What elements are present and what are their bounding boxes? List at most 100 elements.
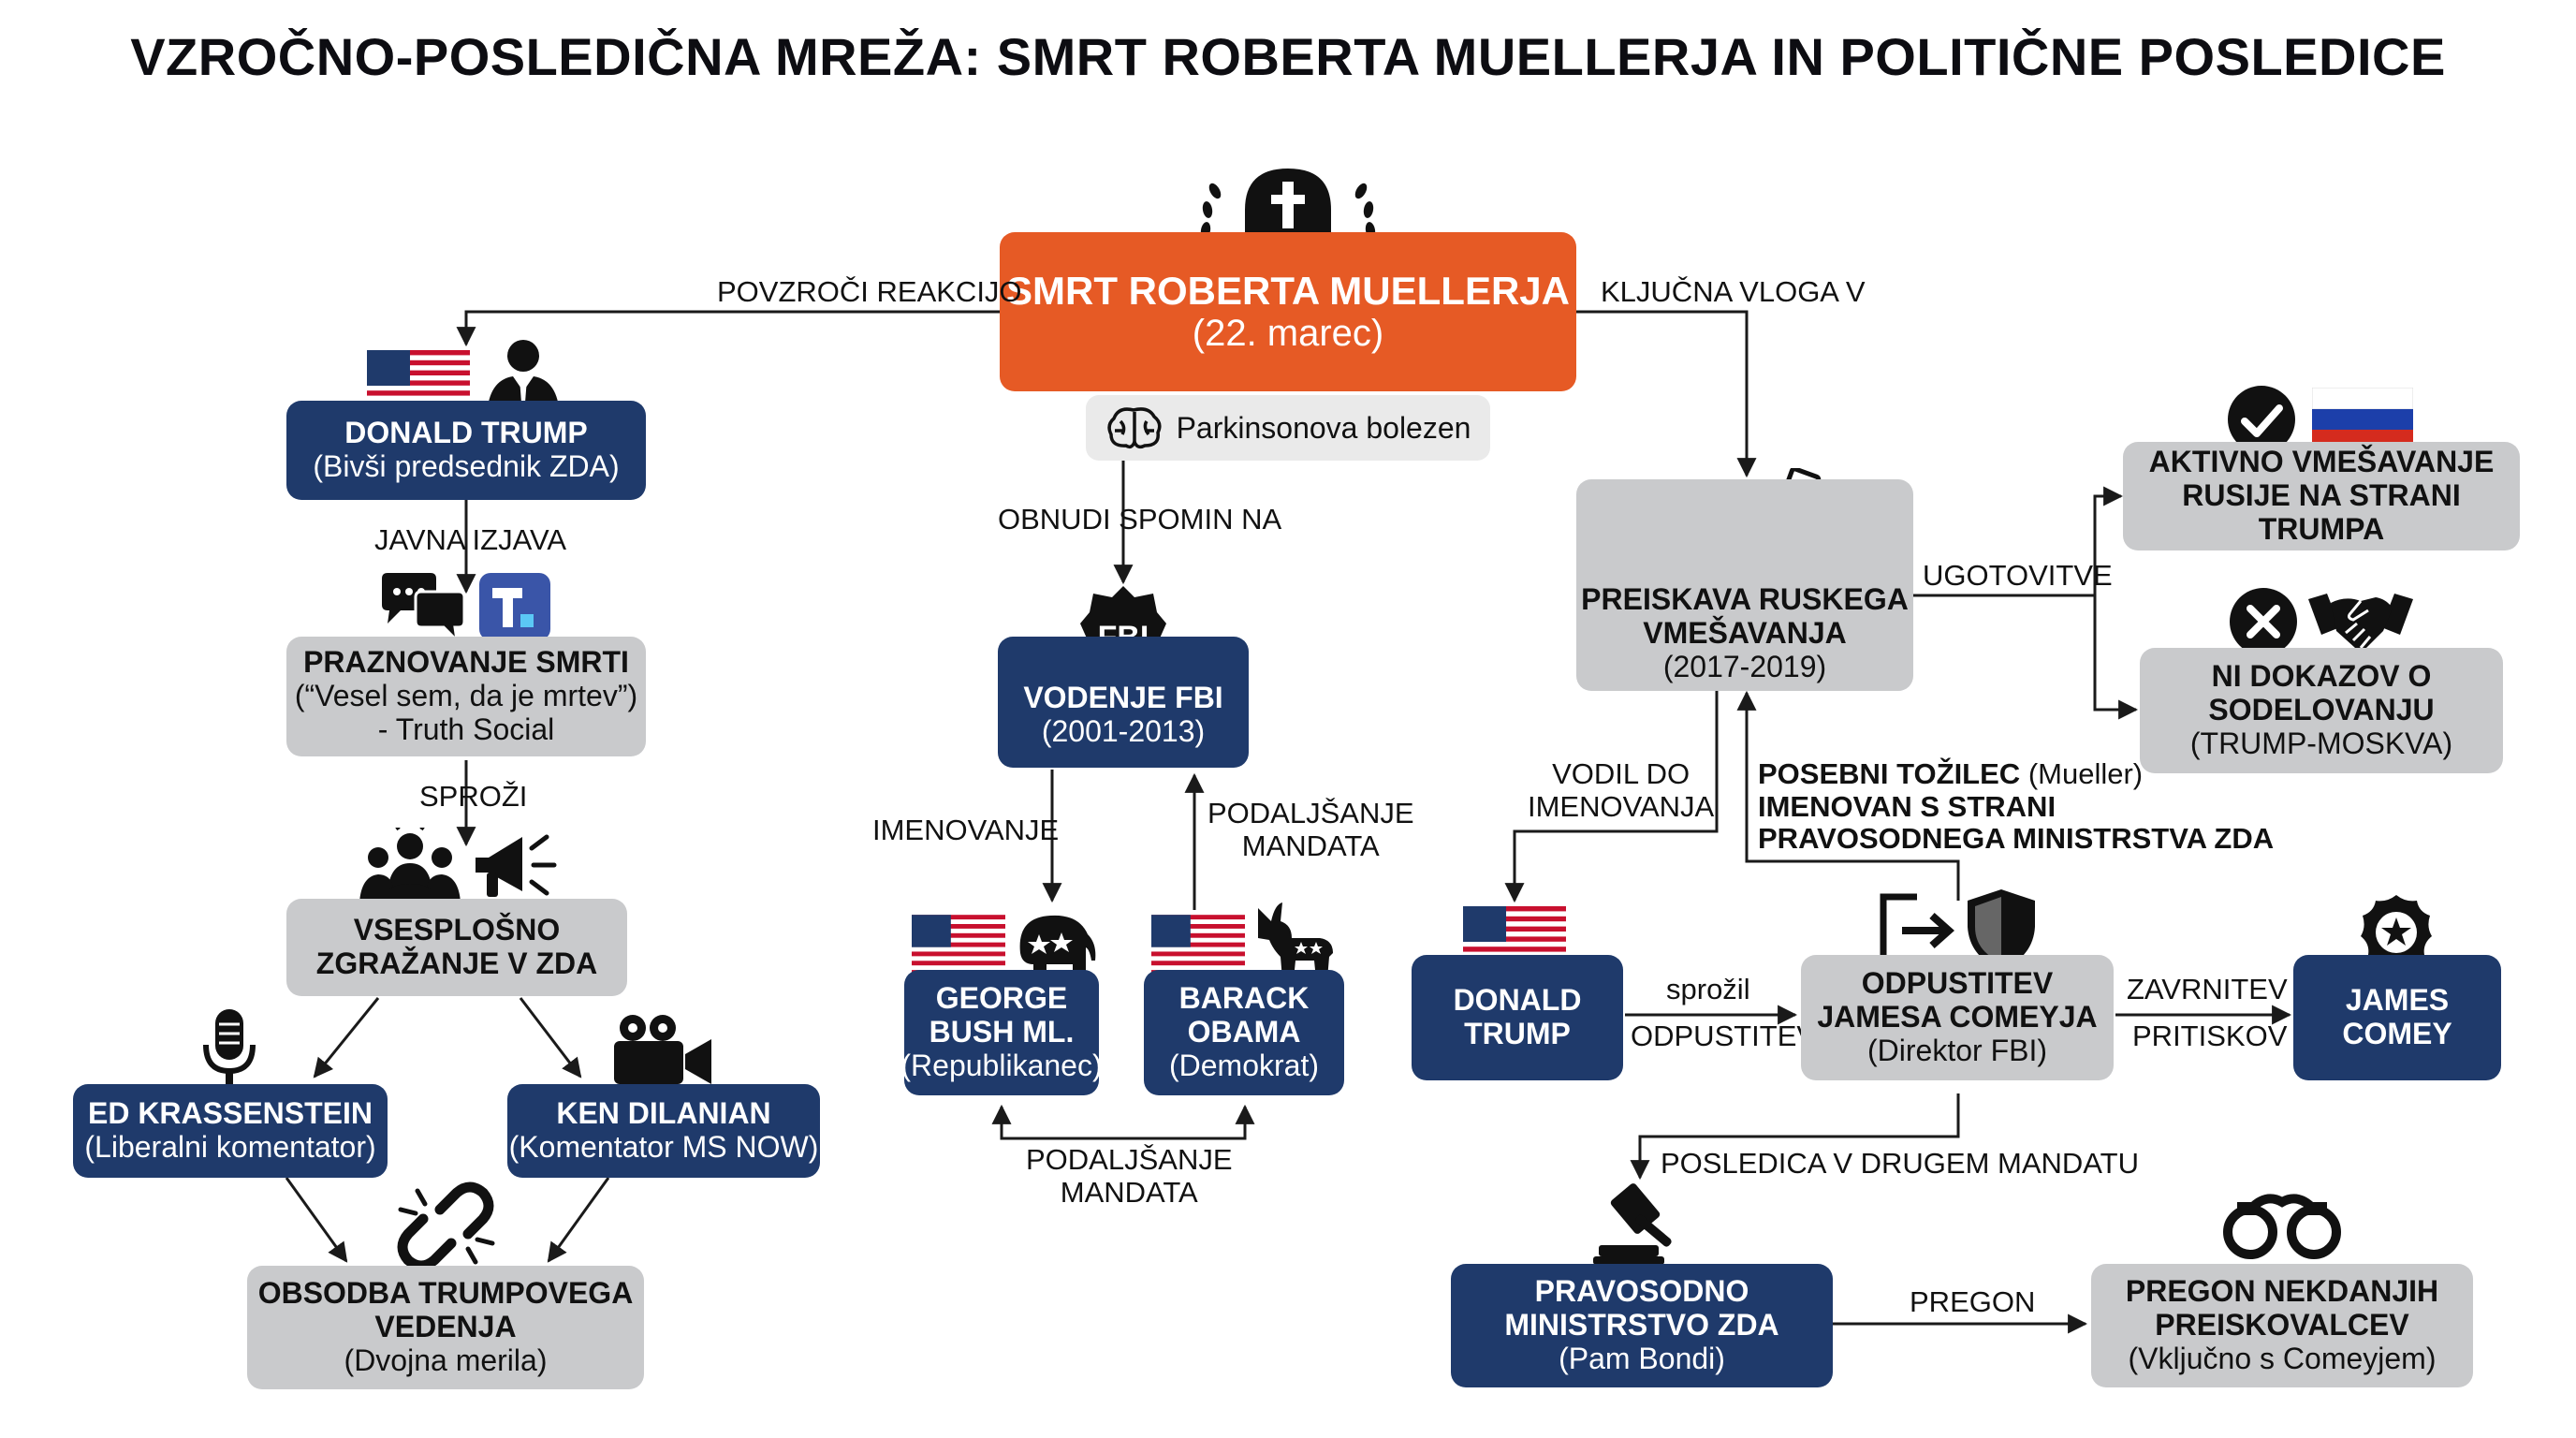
- special-counsel-title: POSEBNI TOŽILEC: [1758, 757, 2021, 790]
- no-evidence-title: NI DOKAZOV O SODELOVANJU: [2208, 659, 2435, 727]
- prosecution-subtitle: (Vključno s Comeyjem): [2128, 1341, 2437, 1375]
- cause-pill: Parkinsonova bolezen: [1086, 395, 1490, 461]
- edge-second-term: [1630, 1093, 1960, 1181]
- edge-label-extension-bottom: PODALJŠANJE MANDATA: [1026, 1143, 1233, 1209]
- celebration-title: PRAZNOVANJE SMRTI: [303, 645, 629, 680]
- investigation-subtitle: (2017-2019): [1662, 649, 1827, 683]
- edge-krassenstein-condemnation: [285, 1177, 348, 1263]
- special-counsel-name: (Mueller): [2027, 757, 2144, 790]
- obama-node: BARACK OBAMA (Demokrat): [1144, 970, 1344, 1095]
- edge-label-appointment: IMENOVANJE: [872, 814, 1060, 846]
- cause-text: Parkinsonova bolezen: [1176, 410, 1471, 445]
- edge-label-prosecution: PREGON: [1910, 1285, 2036, 1318]
- investigation-title: PREISKAVA RUSKEGA VMEŠAVANJA: [1581, 582, 1909, 651]
- fbi-node: VODENJE FBI (2001-2013): [998, 637, 1249, 768]
- bush-node: GEORGE BUSH ML. (Republikanec): [900, 970, 1103, 1095]
- trump-left-node: DONALD TRUMP (Bivši predsednik ZDA): [286, 401, 646, 500]
- firing-node: ODPUSTITEV JAMESA COMEYJA (Direktor FBI): [1801, 955, 2114, 1080]
- edge-label-led-to-appointment: VODIL DO IMENOVANJA: [1528, 757, 1715, 823]
- prosecution-node: PREGON NEKDANJIH PREISKOVALCEV (Vključno…: [2091, 1264, 2473, 1387]
- edge-led-to-appointment: [1504, 691, 1719, 903]
- celebration-node: PRAZNOVANJE SMRTI (“Vesel sem, da je mrt…: [286, 637, 646, 756]
- firing-subtitle: (Direktor FBI): [1867, 1033, 2047, 1067]
- edge-label-renews-memory: OBNUDI SPOMIN NA: [998, 503, 1282, 536]
- edge-provoked: [456, 310, 1000, 347]
- obama-subtitle: (Demokrat): [1168, 1048, 1319, 1082]
- center-subtitle: (22. marec): [1192, 313, 1384, 355]
- edge-label-provoked: POVZROČI REAKCIJO: [717, 275, 1022, 308]
- truth-social-icon: [479, 573, 550, 640]
- edge-key-role: [1576, 310, 1757, 478]
- krassenstein-node: ED KRASSENSTEIN (Liberalni komentator): [73, 1084, 388, 1178]
- center-title: SMRT ROBERTA MUELLERJA: [1006, 269, 1570, 314]
- edge-outrage-krassenstein: [313, 997, 380, 1078]
- edge-label-key-role: KLJUČNA VLOGA V: [1601, 275, 1866, 308]
- celebration-subtitle: (“Vesel sem, da je mrtev”) - Truth Socia…: [294, 679, 638, 746]
- doj-title: PRAVOSODNO MINISTRSTVO ZDA: [1504, 1274, 1779, 1343]
- edge-dilanian-condemnation: [547, 1177, 610, 1263]
- us-flag-icon: [1151, 915, 1245, 975]
- russia-title: AKTIVNO VMEŠAVANJE RUSIJE NA STRANI TRUM…: [2148, 445, 2495, 546]
- bush-title: GEORGE BUSH ML.: [929, 981, 1075, 1049]
- edge-label-special-counsel: POSEBNI TOŽILEC (Mueller)IMENOVAN S STRA…: [1758, 757, 2275, 856]
- edge-label-rejection-top: ZAVRNITEV: [2127, 973, 2288, 1005]
- edge-label-findings: UGOTOVITVE: [1923, 559, 2113, 592]
- condemnation-subtitle: (Dvojna merila): [344, 1343, 548, 1377]
- investigation-node: PREISKAVA RUSKEGA VMEŠAVANJA (2017-2019): [1576, 479, 1913, 691]
- krassenstein-subtitle: (Liberalni komentator): [84, 1130, 376, 1164]
- no-evidence-node: NI DOKAZOV O SODELOVANJU (TRUMP-MOSKVA): [2140, 648, 2503, 773]
- edge-outrage-dilanian: [519, 997, 582, 1078]
- outrage-title: VSESPLOŠNO ZGRAŽANJE V ZDA: [315, 913, 598, 980]
- doj-subtitle: (Pam Bondi): [1559, 1341, 1725, 1375]
- gavel-icon: [1593, 1183, 1672, 1265]
- edge-findings-bottom: [2093, 595, 2139, 720]
- doj-node: PRAVOSODNO MINISTRSTVO ZDA (Pam Bondi): [1451, 1264, 1833, 1387]
- fbi-subtitle: (2001-2013): [1041, 714, 1206, 748]
- center-node: SMRT ROBERTA MUELLERJA (22. marec): [1000, 232, 1576, 391]
- handshake-icon: [2308, 594, 2413, 651]
- prosecution-title: PREGON NEKDANJIH PREISKOVALCEV: [2125, 1274, 2439, 1343]
- police-badge-icon: [2361, 895, 2432, 966]
- dilanian-node: KEN DILANIAN (Komentator MS NOW): [507, 1084, 820, 1178]
- shield-icon: [1968, 889, 2035, 970]
- edge-special-counsel: [1736, 690, 1960, 901]
- comey-node: JAMES COMEY: [2293, 955, 2501, 1080]
- page-title: VZROČNO-POSLEDIČNA MREŽA: SMRT ROBERTA M…: [130, 27, 2446, 86]
- edge-label-triggered-firing-bottom: ODPUSTITEV: [1631, 1020, 1817, 1052]
- trump-left-subtitle: (Bivši predsednik ZDA): [313, 449, 620, 483]
- krassenstein-title: ED KRASSENSTEIN: [87, 1096, 373, 1131]
- edge-findings-top: [1913, 486, 2124, 597]
- edge-label-public-statement: JAVNA IZJAVA: [374, 523, 566, 556]
- firing-title: ODPUSTITEV JAMESA COMEYJA: [1817, 966, 2098, 1034]
- microphone-icon: [203, 1009, 256, 1091]
- edge-extension-bottom: [991, 1104, 1255, 1140]
- no-evidence-subtitle: (TRUMP-MOSKVA): [2189, 726, 2453, 760]
- russia-flag-icon: [2312, 388, 2413, 451]
- russia-node: AKTIVNO VMEŠAVANJE RUSIJE NA STRANI TRUM…: [2123, 442, 2520, 550]
- handcuffs-icon: [2223, 1194, 2341, 1259]
- edge-label-rejection-bottom: PRITISKOV: [2132, 1020, 2288, 1052]
- x-icon: [2230, 588, 2297, 655]
- us-flag-icon: [912, 915, 1005, 975]
- bush-subtitle: (Republikanec): [900, 1048, 1103, 1082]
- megaphone-icon: [476, 834, 557, 897]
- edge-label-second-term: POSLEDICA V DRUGEM MANDATU: [1661, 1147, 2140, 1180]
- speech-bubbles-icon: [382, 573, 466, 640]
- dilanian-subtitle: (Komentator MS NOW): [508, 1130, 819, 1164]
- condemnation-title: OBSODBA TRUMPOVEGA VEDENJA: [257, 1276, 634, 1344]
- edge-label-triggered-firing-top: sprožil: [1666, 973, 1750, 1005]
- comey-title: JAMES COMEY: [2342, 983, 2452, 1050]
- dilanian-title: KEN DILANIAN: [556, 1096, 771, 1131]
- broken-chain-icon: [397, 1181, 495, 1271]
- trump-right-node: DONALD TRUMP: [1412, 955, 1623, 1080]
- video-camera-icon: [614, 1015, 711, 1084]
- trump-left-title: DONALD TRUMP: [344, 416, 588, 450]
- edge-label-triggered: SPROŽI: [419, 780, 528, 813]
- trump-right-title: DONALD TRUMP: [1453, 983, 1582, 1050]
- brain-icon: [1106, 407, 1162, 449]
- obama-title: BARACK OBAMA: [1178, 981, 1310, 1049]
- edge-label-extension-up: PODALJŠANJE MANDATA: [1208, 797, 1414, 862]
- outrage-node: VSESPLOŠNO ZGRAŽANJE V ZDA: [286, 899, 627, 996]
- special-counsel-rest: IMENOVAN S STRANI PRAVOSODNEGA MINISTRST…: [1758, 789, 2275, 856]
